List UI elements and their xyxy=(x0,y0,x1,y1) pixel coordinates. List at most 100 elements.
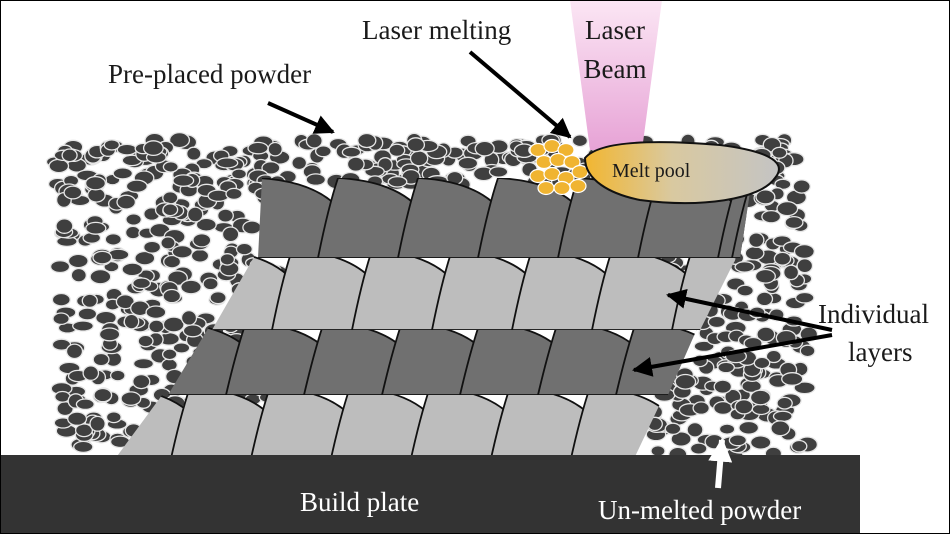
powder-particle xyxy=(92,250,113,265)
powder-particle xyxy=(132,277,152,290)
molten-particle xyxy=(537,180,555,196)
powder-particle xyxy=(125,213,142,226)
un-melted-powder-arrow xyxy=(708,437,733,489)
un-melted-powder-label: Un-melted powder xyxy=(598,495,802,525)
powder-particle xyxy=(409,150,429,167)
powder-particle xyxy=(109,369,126,382)
powder-particle xyxy=(305,132,323,149)
powder-particle xyxy=(51,292,71,307)
powder-particle xyxy=(103,139,121,151)
powder-particle xyxy=(89,415,106,432)
powder-particle xyxy=(792,179,811,194)
molten-particle xyxy=(569,178,587,194)
powder-particle xyxy=(753,356,771,370)
individual-layers-arrow-lower xyxy=(632,333,833,377)
powder-particle xyxy=(73,440,94,454)
powder-particle xyxy=(230,168,248,180)
powder-particle xyxy=(161,348,178,361)
powder-particle xyxy=(387,175,408,188)
powder-particle xyxy=(67,411,88,426)
powder-particle xyxy=(219,253,236,266)
powder-particle xyxy=(755,291,774,307)
powder-particle xyxy=(793,243,815,260)
powder-particle xyxy=(784,215,804,230)
powder-particle xyxy=(474,140,495,157)
powder-particle xyxy=(664,422,682,436)
powder-particle xyxy=(190,248,210,263)
powder-particle xyxy=(89,268,112,285)
powder-particle xyxy=(168,131,191,149)
powder-particle xyxy=(162,316,185,333)
powder-particle xyxy=(61,148,78,163)
laser-beam xyxy=(570,0,662,150)
powder-particle xyxy=(148,319,165,334)
powder-particle xyxy=(734,399,754,415)
powder-particle xyxy=(749,435,772,450)
molten-particle xyxy=(549,152,567,168)
powder-particle xyxy=(221,226,240,243)
melt-track xyxy=(730,178,752,258)
powder-particle xyxy=(180,309,198,326)
powder-particle xyxy=(388,143,406,158)
powder-particle xyxy=(105,411,122,424)
pre-placed-powder-arrow xyxy=(267,101,335,134)
powder-particle xyxy=(749,389,772,406)
laser-beam-label-line1: Laser xyxy=(585,15,645,45)
powder-particle xyxy=(98,327,121,342)
powder-particle xyxy=(186,146,202,161)
laser-melting-arrow xyxy=(468,50,572,139)
powder-particle xyxy=(74,423,94,438)
powder-particle xyxy=(216,157,239,169)
pre-placed-powder-label: Pre-placed powder xyxy=(108,59,312,89)
build-plate-label: Build plate xyxy=(300,487,420,517)
powder-particle xyxy=(209,291,227,305)
powder-particle xyxy=(670,431,692,447)
powder-particle xyxy=(192,233,212,248)
powder-particle xyxy=(92,352,110,367)
molten-particle xyxy=(535,154,553,170)
powder-particle xyxy=(55,218,74,234)
powder-particle xyxy=(754,268,776,284)
powder-particle xyxy=(674,373,697,390)
powder-particle xyxy=(738,420,760,435)
powder-particle xyxy=(186,206,204,223)
powder-particle xyxy=(751,403,771,416)
powder-particle xyxy=(756,326,776,343)
powder-particle xyxy=(134,250,156,266)
powder-particle xyxy=(488,166,509,178)
powder-particle xyxy=(795,291,815,304)
powder-particle xyxy=(202,277,219,291)
powder-particle xyxy=(163,254,182,269)
powder-particle xyxy=(783,264,800,281)
powder-particle xyxy=(132,373,151,390)
powder-particle xyxy=(182,324,203,338)
powder-particle xyxy=(132,357,155,370)
powder-particle xyxy=(125,179,148,193)
powder-particle xyxy=(124,225,142,240)
laser-melting-label: Laser melting xyxy=(362,15,512,45)
powder-particle xyxy=(765,349,782,364)
powder-particle xyxy=(162,203,179,217)
powder-particle xyxy=(346,156,365,172)
powder-particle xyxy=(67,253,89,269)
powder-particle xyxy=(761,209,782,224)
powder-particle xyxy=(162,161,179,173)
powder-particle xyxy=(267,141,283,157)
powder-particle xyxy=(48,158,70,174)
powder-particle xyxy=(770,420,791,437)
powder-particle xyxy=(776,200,799,217)
powder-particle xyxy=(305,173,327,186)
powder-particle xyxy=(314,145,332,158)
powder-particle xyxy=(781,372,804,386)
powder-particle xyxy=(112,167,134,180)
powder-particle xyxy=(145,305,167,320)
molten-particle xyxy=(529,168,547,184)
molten-powder-particles xyxy=(529,138,589,196)
powder-particle xyxy=(790,439,808,453)
powder-particle xyxy=(225,187,243,201)
powder-particle xyxy=(70,267,87,283)
powder-particle xyxy=(686,421,704,438)
powder-particle xyxy=(142,140,164,157)
